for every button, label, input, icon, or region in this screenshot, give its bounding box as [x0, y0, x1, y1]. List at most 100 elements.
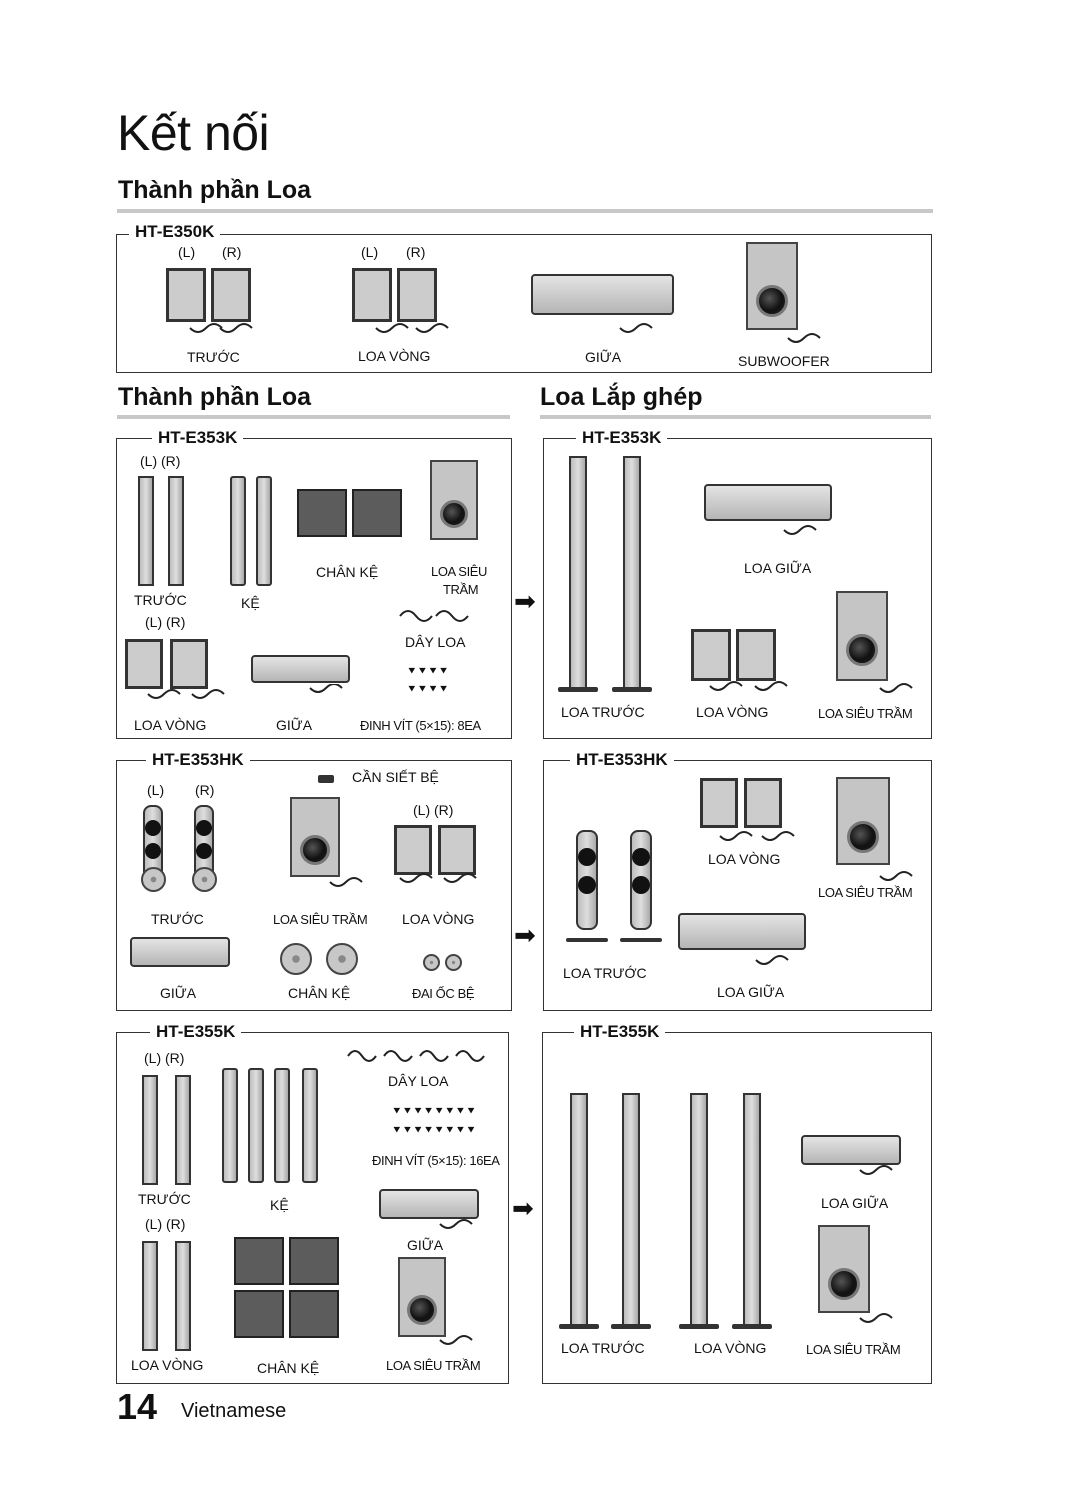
center-speaker: [531, 274, 674, 315]
label-base-nut: ĐAI ỐC BỆ: [412, 986, 475, 1001]
arrow-right-icon: ➡: [512, 1193, 534, 1223]
surround-speaker-right: [175, 1241, 191, 1351]
left-right-marker: (L) (R): [140, 453, 181, 469]
surround-speaker-left: [394, 825, 432, 875]
screws-icon: ⯆⯆⯆⯆⯆⯆⯆⯆: [392, 1123, 477, 1137]
ht-e355k-components-panel: [116, 1032, 509, 1384]
speaker-cables: [329, 873, 477, 887]
screw-name: ĐINH VÍT: [360, 718, 413, 733]
left-right-marker: (L) (R): [413, 802, 454, 818]
label-surround: LOA VÒNG: [358, 348, 431, 364]
arrow-right-icon: ➡: [514, 586, 536, 616]
center-speaker: [678, 913, 806, 950]
assembled-surround-speaker-right: [743, 1093, 761, 1326]
label-stand: KỆ: [270, 1197, 289, 1213]
center-speaker: [379, 1189, 479, 1219]
label-base-wrench: CẦN SIẾT BỆ: [352, 769, 439, 785]
label-front: LOA TRƯỚC: [561, 1340, 645, 1356]
speaker-wire-icon: [399, 610, 469, 622]
label-center: LOA GIỮA: [717, 984, 785, 1000]
label-center: LOA GIỮA: [821, 1195, 889, 1211]
model-label-ht-e355k: HT-E355K: [574, 1022, 666, 1042]
label-surround: LOA VÒNG: [134, 717, 207, 733]
front-speaker-right: [168, 476, 184, 586]
stand-base-disc: [326, 943, 358, 975]
label-subwoofer: LOA SIÊU TRẦM: [806, 1342, 901, 1357]
label-subwoofer: SUBWOOFER: [738, 353, 830, 369]
model-label-ht-e353k: HT-E353K: [152, 428, 244, 448]
label-front: LOA TRƯỚC: [563, 965, 647, 981]
woofer-cone-icon: [756, 285, 788, 317]
screws-icon: ⯆⯆⯆⯆: [407, 664, 450, 678]
stand-base-plate: [289, 1237, 339, 1285]
screw-name: ĐINH VÍT: [372, 1153, 425, 1168]
label-center: GIỮA: [585, 349, 622, 365]
label-center: LOA GIỮA: [744, 560, 812, 576]
label-subwoofer: LOA SIÊU TRẦM: [273, 912, 368, 927]
speaker-cables: [439, 1219, 473, 1345]
label-screw: ĐINH VÍT (5×15): 8EA: [360, 718, 481, 733]
model-label-ht-e353hk: HT-E353HK: [570, 750, 674, 770]
speaker-foot-icon: [141, 867, 166, 892]
woofer-cone-icon: [407, 1295, 437, 1325]
center-speaker: [801, 1135, 901, 1165]
speaker-cables: [859, 1165, 893, 1323]
label-center: GIỮA: [160, 985, 197, 1001]
section-title-speaker-components-2: Thành phần Loa: [118, 383, 312, 411]
label-stand-base: CHÂN KỆ: [257, 1360, 320, 1376]
woofer-cone-icon: [828, 1268, 860, 1300]
front-speaker-left: [166, 268, 206, 322]
stand-base-plate: [234, 1237, 284, 1285]
stand-post: [256, 476, 272, 586]
driver-icon: [632, 848, 650, 866]
surround-speaker-left: [691, 629, 731, 681]
page-title: Kết nối: [117, 105, 270, 161]
screw-quantity: (5×15): 16EA: [427, 1153, 500, 1168]
assembled-front-speaker-right: [622, 1093, 640, 1326]
woofer-cone-icon: [847, 821, 879, 853]
ht-e353hk-components-panel: [116, 760, 512, 1011]
stand-base-plate: [297, 489, 347, 537]
speaker-cables: [147, 684, 343, 699]
assembled-surround-speaker-left: [690, 1093, 708, 1326]
surround-speaker-left: [142, 1241, 158, 1351]
language-label: Vietnamese: [181, 1400, 287, 1422]
stand-base-plate: [352, 489, 402, 537]
surround-speaker-right: [438, 825, 476, 875]
driver-icon: [145, 820, 161, 836]
label-surround: LOA VÒNG: [694, 1340, 767, 1356]
stand-foot: [620, 938, 662, 942]
surround-speaker-left: [352, 268, 392, 322]
section-divider: [540, 415, 931, 419]
center-speaker: [130, 937, 230, 967]
woofer-cone-icon: [846, 634, 878, 666]
left-marker: (L): [147, 782, 165, 798]
front-speaker-left: [138, 476, 154, 586]
left-marker: (L): [361, 244, 379, 260]
stand-base-plate: [289, 1290, 339, 1338]
center-speaker: [704, 484, 832, 521]
speaker-cables: [189, 323, 821, 343]
label-front: TRƯỚC: [151, 911, 204, 927]
section-divider: [117, 415, 510, 419]
surround-speaker-left: [125, 639, 163, 689]
label-stand-base: CHÂN KỆ: [288, 985, 351, 1001]
label-speaker-wire: DÂY LOA: [405, 634, 466, 650]
assembled-front-speaker-left: [570, 1093, 588, 1326]
front-speaker-right: [175, 1075, 191, 1185]
stand-post: [248, 1068, 264, 1183]
surround-speaker-right: [736, 629, 776, 681]
model-label-ht-e353k: HT-E353K: [576, 428, 668, 448]
stand-foot: [611, 1324, 651, 1329]
label-subwoofer-line2: TRẦM: [443, 582, 479, 597]
woofer-cone-icon: [440, 500, 468, 528]
ht-e355k-assembled-panel: [542, 1032, 932, 1384]
stand-foot: [679, 1324, 719, 1329]
stand-base-disc: [280, 943, 312, 975]
section-title-speaker-components: Thành phần Loa: [118, 176, 312, 204]
label-front: TRƯỚC: [134, 592, 187, 608]
speaker-cables: [709, 525, 913, 693]
left-right-marker: (L) (R): [145, 614, 186, 630]
ht-e353hk-assembled-panel: [543, 760, 932, 1011]
speaker-foot-icon: [192, 867, 217, 892]
